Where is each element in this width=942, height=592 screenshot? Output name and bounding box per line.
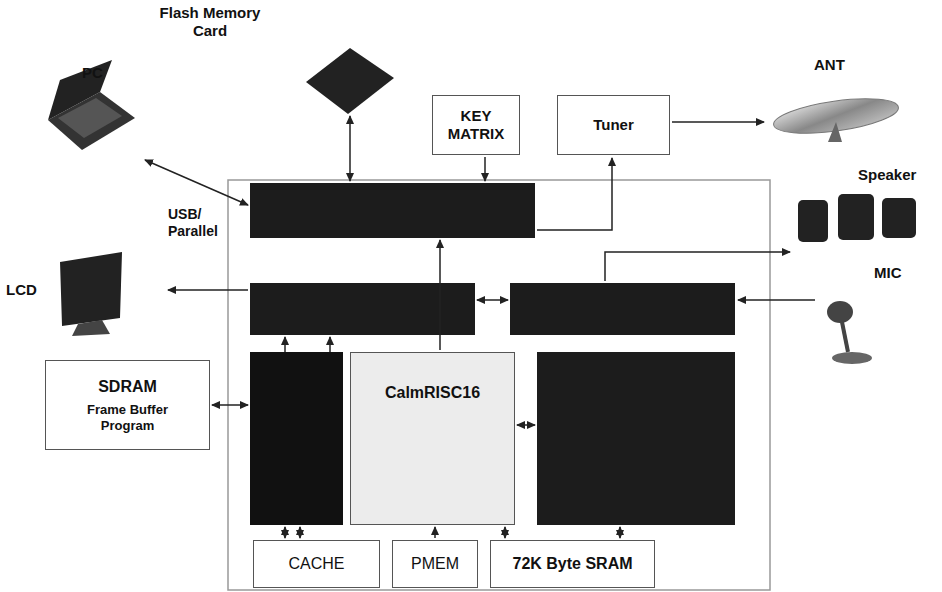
node-title: PMEM: [411, 554, 459, 573]
lcd-block: [250, 283, 475, 335]
bus-label: USB/ Parallel: [168, 206, 230, 240]
lcd-bus: [329, 337, 331, 352]
speaker-icon: [882, 198, 916, 238]
io-bus: [439, 240, 441, 350]
connector: [434, 527, 436, 538]
sram-box: 72K Byte SRAM: [490, 540, 655, 588]
io-block: [250, 183, 535, 238]
node-title: LCD: [6, 281, 37, 299]
usb-wire: [145, 160, 248, 205]
cache-bus: [284, 527, 286, 538]
node-title: Tuner: [593, 116, 634, 134]
mic-label: MIC: [874, 264, 902, 282]
pmem-box: PMEM: [392, 540, 478, 588]
memory-controller-block: [250, 352, 343, 525]
antenna-label: ANT: [766, 56, 906, 146]
coprocessor-block: [537, 352, 735, 525]
sram-bus: [619, 527, 621, 538]
sdram-box: SDRAM Frame Buffer Program: [45, 360, 210, 450]
node-title: ANT: [814, 56, 906, 74]
sdram-bus: [212, 404, 248, 406]
coproc-bus: [517, 424, 535, 426]
monitor-screen: [60, 252, 122, 326]
lcd-wire: [168, 289, 248, 291]
lcd-bus: [284, 337, 286, 352]
node-title: CalmRISC16: [385, 383, 480, 402]
audio-block: [510, 283, 735, 335]
node-title: MIC: [874, 264, 902, 282]
mic-base: [832, 352, 872, 364]
flash-card-icon: [306, 48, 394, 114]
tuner-wire: [537, 158, 612, 230]
flash-card-label: Flash Memory Card: [145, 4, 275, 46]
node-title: Flash Memory Card: [145, 4, 275, 40]
pc-label: PC: [82, 64, 103, 82]
node-body: Frame Buffer Program: [73, 402, 183, 433]
monitor-stand: [72, 320, 110, 336]
mic-head: [827, 301, 853, 323]
speaker-icon: [838, 194, 874, 240]
key-wire: [484, 157, 486, 181]
node-title: CACHE: [288, 554, 344, 573]
node-title: SDRAM: [98, 377, 157, 396]
mic-stand: [842, 322, 848, 352]
cache-box: CACHE: [253, 540, 380, 588]
lcd-label: LCD: [6, 281, 37, 299]
mic-wire: [738, 299, 815, 301]
speaker-label: Speaker: [858, 166, 916, 184]
laptop-keys: [58, 98, 122, 138]
audio-bus: [477, 299, 508, 301]
connector: [672, 121, 764, 123]
speaker-icon: [798, 200, 828, 242]
node-title: PC: [82, 64, 103, 82]
chip-outline: [228, 180, 770, 590]
connector: [299, 527, 301, 538]
node-title: KEY MATRIX: [441, 107, 511, 143]
speaker-wire: [605, 252, 790, 281]
antenna-stand: [828, 122, 842, 142]
node-title: Speaker: [858, 166, 916, 184]
flash-bus: [349, 116, 351, 181]
cpu-core-box: CalmRISC16: [350, 352, 515, 525]
tuner-box: Tuner: [557, 95, 670, 155]
node-title: 72K Byte SRAM: [512, 554, 632, 573]
key-matrix-box: KEY MATRIX: [432, 95, 520, 155]
connector: [504, 527, 506, 538]
